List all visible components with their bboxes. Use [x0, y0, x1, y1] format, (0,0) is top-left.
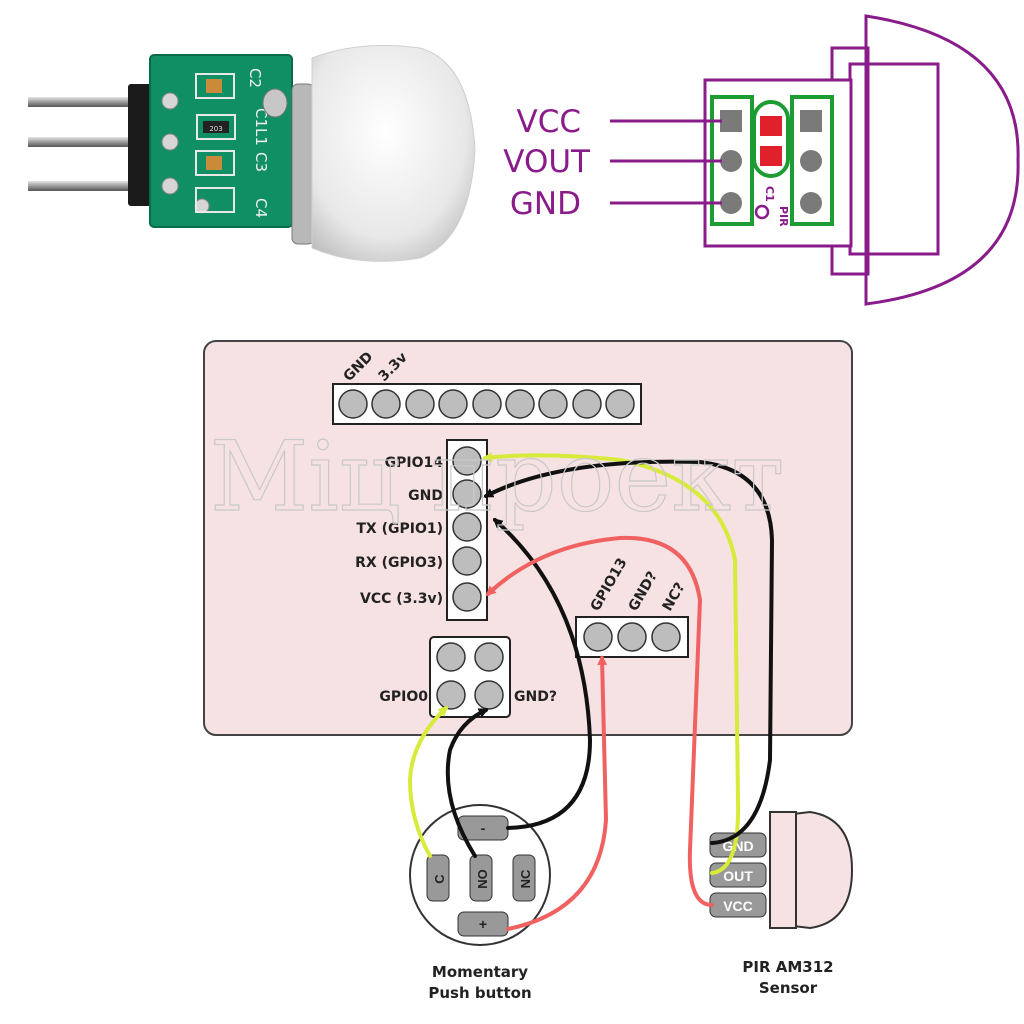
- button-caption-1: Momentary: [432, 963, 528, 981]
- wires: [407, 452, 775, 931]
- chip-marking: 203: [209, 125, 222, 133]
- button-caption-2: Push button: [428, 984, 531, 1002]
- svg-text:GND: GND: [722, 838, 753, 854]
- board-outline: [203, 340, 853, 736]
- push-button: - C NO NC + Momentary Push button: [409, 804, 551, 1002]
- pin-gpio13: [583, 622, 613, 652]
- label-gnd: GND: [408, 488, 443, 504]
- pinout-dome: [864, 14, 1020, 306]
- pinout-label-vout: VOUT: [503, 144, 591, 180]
- svg-text:C: C: [432, 874, 447, 884]
- module-pin-1: [28, 97, 138, 107]
- pin-gpio0: [436, 680, 466, 710]
- pin-gpio14: [452, 446, 482, 476]
- pinout-diagram: C1 PIR VCC VOUT GND: [503, 14, 1020, 306]
- pinout-label-vcc: VCC: [517, 104, 582, 140]
- esp-board: GND 3.3v GPIO14 GND TX (GPIO1) RX (GPIO3…: [203, 340, 853, 736]
- wire-red-plus-gpio13: [506, 655, 609, 931]
- label-gpio0: GPIO0: [379, 689, 428, 705]
- module-header: [128, 84, 154, 206]
- pir-sensor: GND OUT VCC PIR AM312 Sensor: [709, 810, 854, 997]
- wire-yellow-c-gpio0: [407, 705, 449, 858]
- silk-l1: L1: [252, 128, 270, 146]
- label-gnd-q2: GND?: [514, 689, 557, 705]
- pcb-mark-c1: C1: [763, 186, 776, 202]
- pinout-label-gnd: GND: [510, 186, 581, 222]
- module-pin-2: [28, 137, 138, 147]
- pir-module-photo: 203 C2 C1 L1 C3 C4: [28, 45, 476, 262]
- wire-black-gnd-gnd: [483, 459, 775, 845]
- wire-black-no-gndq: [445, 708, 489, 858]
- pin-gnd: [452, 479, 482, 509]
- silk-c4: C4: [252, 198, 270, 218]
- pcb-mark-pir: PIR: [777, 206, 790, 227]
- module-pin-3: [28, 181, 138, 191]
- pad-gnd: [720, 192, 742, 214]
- label-vcc: VCC (3.3v): [360, 591, 443, 607]
- silk-c1: C1: [252, 108, 270, 128]
- svg-text:NC: NC: [518, 869, 533, 888]
- svg-text:+: +: [479, 916, 487, 932]
- pin-vcc: [452, 582, 482, 612]
- watermark: Міц проект: [210, 421, 784, 533]
- pad-vout: [720, 150, 742, 172]
- svg-text:VCC: VCC: [723, 898, 753, 914]
- sensor-caption-1: PIR AM312: [742, 958, 833, 976]
- silk-c2: C2: [246, 68, 264, 88]
- label-gpio14: GPIO14: [385, 455, 444, 471]
- module-pcb: [150, 55, 292, 227]
- button-pin-no: [469, 854, 493, 902]
- wire-yellow-out-gpio14: [482, 452, 741, 875]
- svg-text:NO: NO: [475, 869, 490, 889]
- pin-rx: [452, 546, 482, 576]
- wire-black-minus-gnd: [492, 518, 593, 830]
- pad-vcc: [720, 110, 742, 132]
- pin-tx: [452, 512, 482, 542]
- pin-gnd-q: [474, 680, 504, 710]
- button-pin-nc: [512, 854, 536, 902]
- svg-text:-: -: [481, 820, 486, 836]
- label-tx: TX (GPIO1): [356, 521, 443, 537]
- wire-red-vcc-vcc: [485, 535, 714, 907]
- button-pin-plus: [457, 911, 509, 937]
- silk-c3: C3: [252, 152, 270, 172]
- button-pin-c: [426, 854, 450, 902]
- label-rx: RX (GPIO3): [355, 555, 443, 571]
- top-header-pins: [338, 389, 635, 419]
- svg-text:OUT: OUT: [723, 868, 753, 884]
- sensor-caption-2: Sensor: [759, 979, 818, 997]
